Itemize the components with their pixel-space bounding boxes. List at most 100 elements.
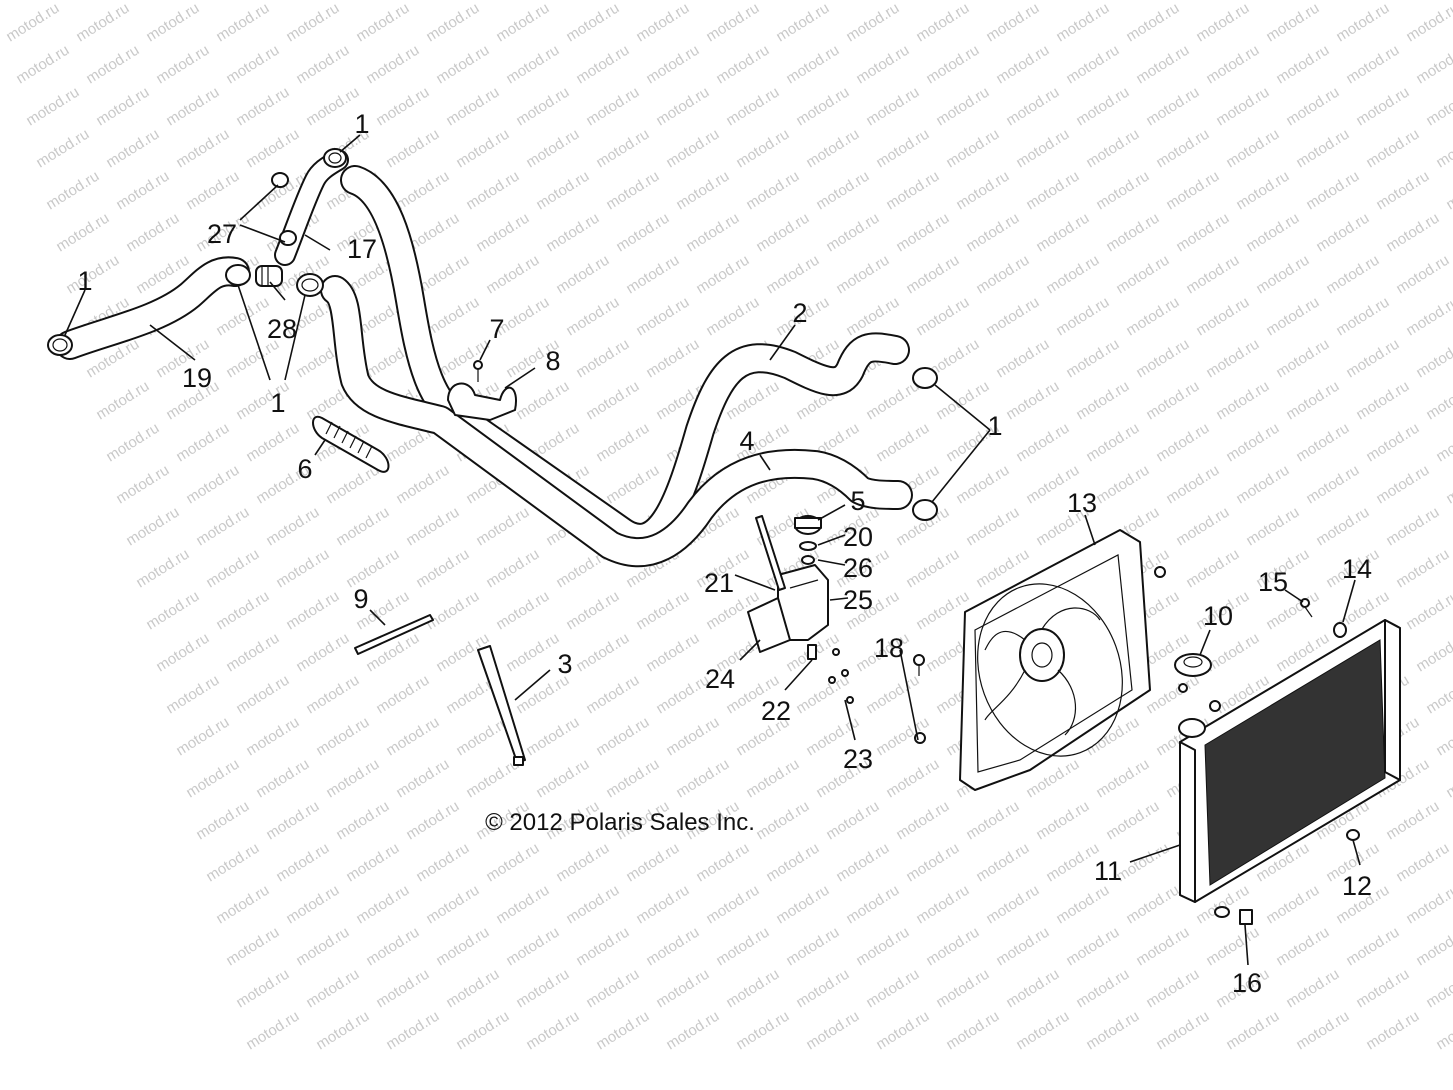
watermark-text: motod.ru (1433, 420, 1453, 466)
protective-sleeve-6[interactable] (312, 415, 390, 473)
watermark-text: motod.ru (393, 462, 452, 508)
watermark-text: motod.ru (1393, 0, 1452, 3)
watermark-text: motod.ru (583, 378, 642, 424)
watermark-text: motod.ru (593, 1008, 652, 1054)
washer-26[interactable] (801, 555, 815, 565)
bushing-14[interactable] (1333, 622, 1347, 638)
watermark-text: motod.ru (1043, 252, 1102, 298)
watermark-text: motod.ru (983, 294, 1042, 340)
watermark-text: motod.ru (1013, 420, 1072, 466)
fitting-22[interactable] (807, 644, 817, 660)
screw-15[interactable] (1300, 598, 1313, 618)
watermark-text: motod.ru (1353, 378, 1412, 424)
reservoir-cap-5[interactable] (794, 515, 822, 535)
drain-plug-16[interactable] (1214, 906, 1253, 925)
hose-clamp[interactable] (912, 367, 938, 389)
watermark-text: motod.ru (1223, 420, 1282, 466)
reservoir-bracket-24[interactable] (747, 597, 791, 653)
watermark-text: motod.ru (1233, 462, 1292, 508)
watermark-text: motod.ru (873, 126, 932, 172)
hose-bracket-8[interactable] (447, 382, 517, 421)
watermark-text: motod.ru (763, 840, 822, 886)
hose-2[interactable] (340, 165, 910, 553)
callout-22: 22 (761, 696, 791, 726)
watermark-text: motod.ru (1213, 84, 1272, 130)
watermark-text: motod.ru (1183, 252, 1242, 298)
watermark-text: motod.ru (963, 504, 1022, 550)
watermark-text: motod.ru (363, 42, 422, 88)
watermark-text: motod.ru (443, 84, 502, 130)
watermark-text: motod.ru (713, 924, 772, 970)
watermark-text: motod.ru (353, 0, 412, 45)
callout-2: 2 (792, 298, 807, 328)
watermark-text: motod.ru (803, 126, 862, 172)
watermark-text: motod.ru (233, 84, 292, 130)
watermark-text: motod.ru (1293, 1008, 1352, 1054)
watermark-text: motod.ru (933, 84, 992, 130)
watermark-text: motod.ru (1273, 924, 1332, 970)
hose-clamp-27[interactable] (271, 172, 297, 246)
strip-9[interactable] (354, 614, 434, 655)
watermark-text: motod.ru (583, 84, 642, 130)
hose-clamp[interactable] (296, 273, 324, 297)
watermark-text: motod.ru (373, 84, 432, 130)
hose-clamp[interactable] (912, 499, 938, 521)
radiator-11[interactable] (1179, 619, 1401, 903)
watermark-text: motod.ru (993, 924, 1052, 970)
watermark-text: motod.ru (933, 378, 992, 424)
watermark-text: motod.ru (603, 756, 662, 802)
watermark-text: motod.ru (1433, 126, 1453, 172)
watermark-text: motod.ru (143, 588, 202, 634)
watermark-text: motod.ru (493, 0, 552, 45)
vent-tube-21[interactable] (755, 515, 786, 591)
watermark-text: motod.ru (1163, 462, 1222, 508)
bolts-18[interactable] (913, 654, 926, 744)
bushing-12[interactable] (1346, 829, 1360, 841)
watermark-text: motod.ru (213, 588, 272, 634)
hose-clamp[interactable] (323, 148, 347, 168)
watermark-text: motod.ru (903, 840, 962, 886)
watermark-text: motod.ru (1053, 0, 1112, 45)
watermark-text: motod.ru (683, 210, 742, 256)
watermark-text: motod.ru (873, 1008, 932, 1054)
watermark-text: motod.ru (923, 42, 982, 88)
watermark-text: motod.ru (353, 882, 412, 928)
radiator-filler-cap[interactable] (1178, 718, 1206, 738)
watermark-text: motod.ru (1063, 336, 1122, 382)
o-ring-20[interactable] (799, 541, 817, 551)
watermark-text: motod.ru (1303, 168, 1362, 214)
hose-clamp[interactable] (47, 334, 73, 356)
watermark-text: motod.ru (1293, 420, 1352, 466)
fan-shroud-13[interactable] (954, 529, 1166, 791)
watermark-text: motod.ru (1003, 84, 1062, 130)
watermark-text: motod.ru (1103, 798, 1162, 844)
tie-strap-3[interactable] (477, 645, 526, 766)
watermark-text: motod.ru (73, 0, 132, 45)
watermark-text: motod.ru (1233, 168, 1292, 214)
hose-19[interactable] (55, 256, 250, 360)
watermark-text: motod.ru (1283, 378, 1342, 424)
hose-clamp[interactable] (225, 264, 251, 286)
watermark-text: motod.ru (1203, 336, 1262, 382)
watermark-text: motod.ru (263, 504, 322, 550)
callout-7: 7 (489, 314, 504, 344)
watermark-text: motod.ru (793, 966, 852, 1012)
watermark-text: motod.ru (973, 840, 1032, 886)
watermark-text: motod.ru (663, 126, 722, 172)
watermark-text: motod.ru (583, 672, 642, 718)
radiator-cap-10[interactable] (1174, 653, 1212, 677)
watermark-text: motod.ru (403, 798, 462, 844)
watermark-text: motod.ru (563, 882, 622, 928)
screws-23[interactable] (828, 648, 854, 704)
watermark-text: motod.ru (843, 0, 902, 45)
fastener[interactable] (1178, 683, 1221, 712)
screw-7[interactable] (473, 360, 483, 382)
watermark-text: motod.ru (703, 0, 762, 45)
watermark-text: motod.ru (1443, 168, 1453, 214)
watermark-text: motod.ru (953, 168, 1012, 214)
hose-4[interactable] (320, 275, 913, 568)
watermark-text: motod.ru (1413, 630, 1453, 676)
watermark-text: motod.ru (253, 756, 312, 802)
hose-connector-28[interactable] (255, 265, 283, 287)
watermark-text: motod.ru (563, 0, 622, 45)
